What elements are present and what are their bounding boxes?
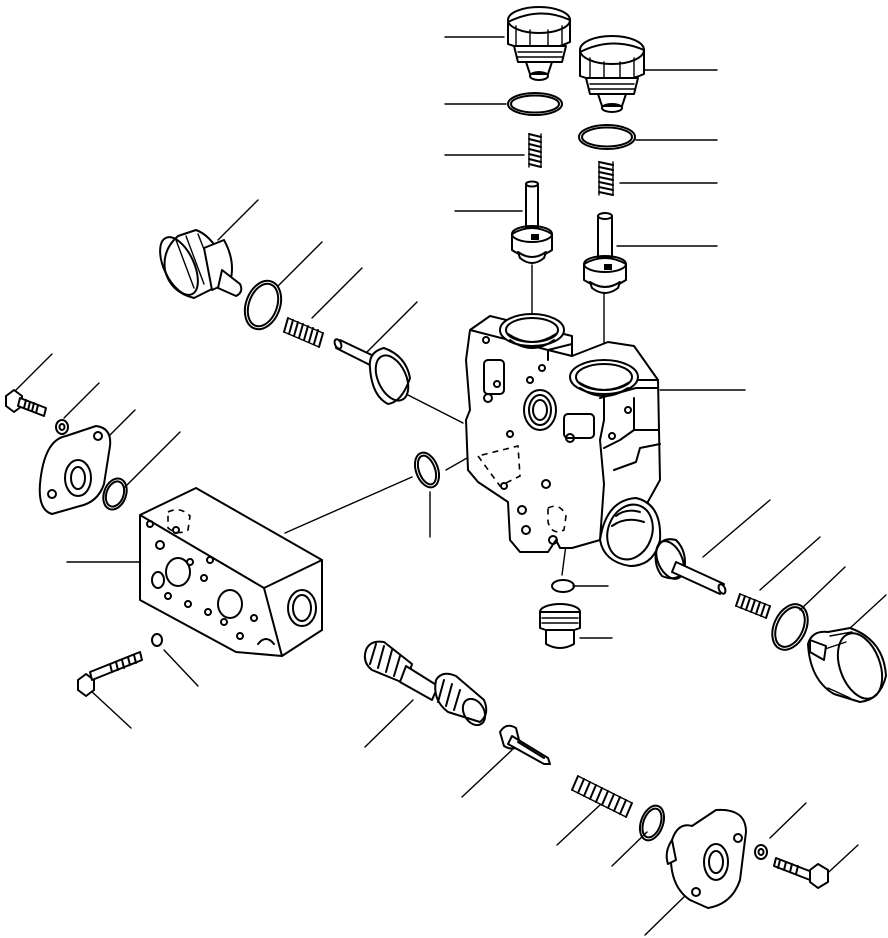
- bottom-spring: [571, 775, 633, 818]
- leader-line: [847, 594, 887, 631]
- leader-line: [611, 831, 648, 867]
- top-right-plug: [579, 35, 645, 113]
- leader-line: [461, 749, 513, 798]
- leader-line: [284, 476, 413, 534]
- left-poppet: [333, 338, 411, 405]
- leader-line: [89, 689, 132, 729]
- valve-body: [465, 313, 662, 567]
- leader-line: [407, 394, 464, 424]
- top-left-plug: [507, 6, 571, 81]
- leader-line: [769, 802, 807, 839]
- left-side-plug: [159, 229, 243, 299]
- bolts-and-washers: [5, 389, 829, 889]
- left-spring: [283, 317, 324, 348]
- leader-line: [15, 353, 53, 391]
- bottom-small-plug: [539, 603, 581, 649]
- left-flange: [38, 425, 112, 515]
- leader-lines: [15, 36, 887, 936]
- leader-line: [364, 699, 414, 748]
- leader-line: [759, 536, 821, 591]
- leader-line: [124, 431, 181, 488]
- bottom-poppet: [499, 724, 551, 765]
- leader-line: [556, 804, 601, 846]
- right-side-plug: [807, 627, 887, 703]
- right-poppet: [654, 538, 727, 595]
- bottom-flange: [665, 808, 747, 909]
- leader-line: [217, 199, 259, 241]
- leader-line: [702, 499, 771, 558]
- leader-line: [311, 267, 363, 319]
- vertical-poppets: [511, 180, 627, 294]
- o-rings: [102, 92, 809, 842]
- vertical-springs: [528, 133, 614, 196]
- spool: [363, 640, 488, 727]
- right-spring: [735, 593, 771, 619]
- leader-line: [63, 382, 100, 419]
- leader-line: [366, 301, 418, 353]
- leader-line: [163, 649, 199, 687]
- leader-line: [277, 241, 323, 287]
- leader-line: [644, 892, 689, 936]
- sub-block: [139, 487, 323, 657]
- leader-line: [799, 566, 846, 611]
